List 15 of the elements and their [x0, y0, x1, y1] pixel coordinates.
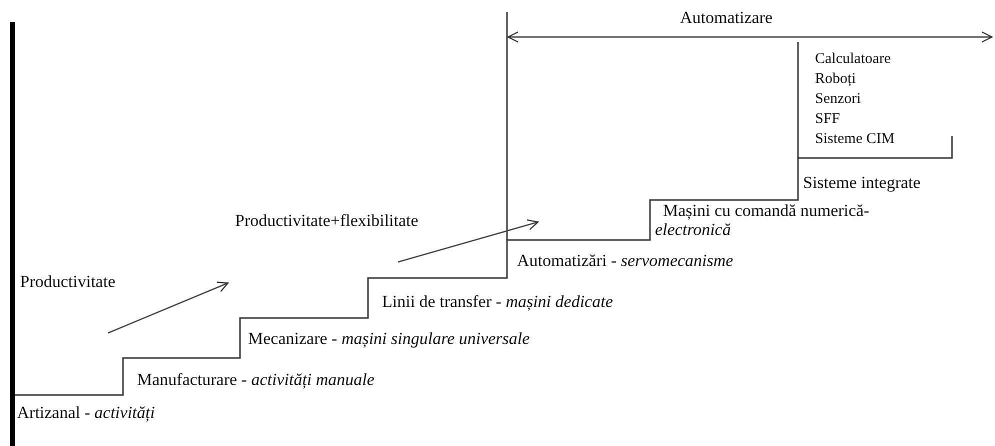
trend-label: Productivitate [20, 272, 116, 291]
list-item: SFF [815, 111, 840, 128]
list-item: Senzori [815, 91, 861, 108]
list-item: Roboți [815, 71, 856, 88]
step-label: Artizanal - activități [17, 403, 155, 422]
step-label: Mecanizare - mașini singulare universale [248, 329, 530, 348]
step-label: Linii de transfer - mașini dedicate [382, 292, 613, 311]
list-item: Sisteme CIM [815, 131, 895, 148]
trend-label: Productivitate+flexibilitate [235, 211, 418, 230]
step-label: Automatizări - servomecanisme [517, 251, 734, 270]
step-label: Mașini cu comandă numerică- electronică [655, 201, 870, 239]
step-label: Manufacturare - activități manuale [137, 370, 374, 389]
step-label: Sisteme integrate [803, 173, 921, 192]
span-label: Automatizare [680, 8, 773, 27]
list-item: Calculatoare [815, 51, 891, 68]
